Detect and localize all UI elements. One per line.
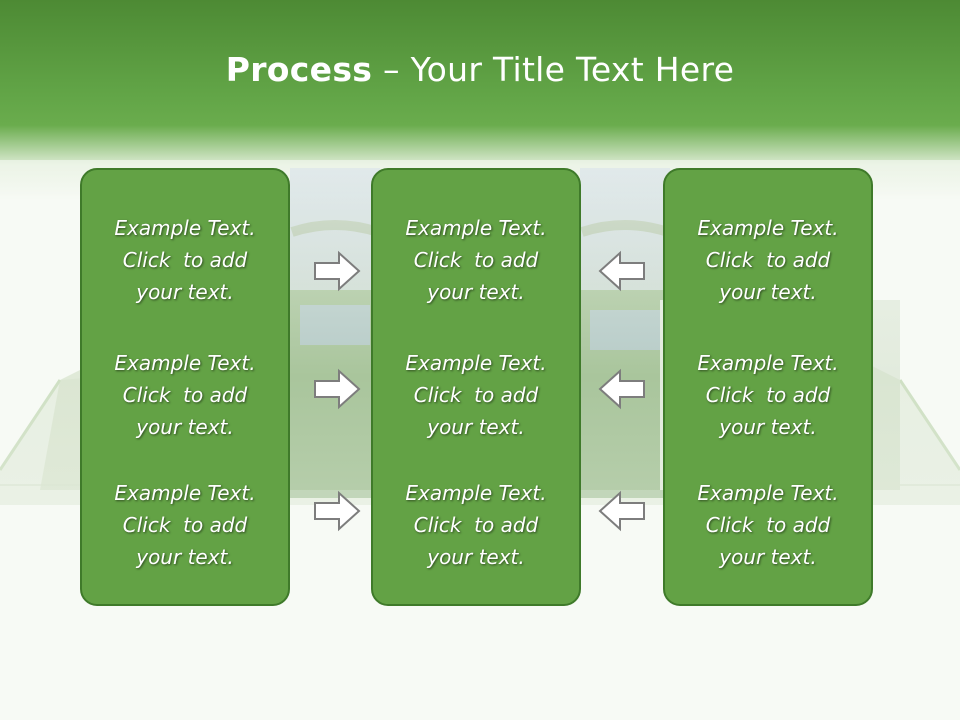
text-block[interactable]: Example Text. Click to add your text. <box>665 347 871 443</box>
text-line: your text. <box>427 415 525 439</box>
text-block[interactable]: Example Text. Click to add your text. <box>82 347 288 443</box>
text-line: Click to add <box>122 513 248 537</box>
text-line: Example Text. <box>697 481 839 505</box>
text-line: Click to add <box>705 383 831 407</box>
text-line: Example Text. <box>697 351 839 375</box>
text-line: Example Text. <box>405 216 547 240</box>
arrow-left-icon <box>598 250 645 292</box>
text-block[interactable]: Example Text. Click to add your text. <box>373 212 579 308</box>
text-line: Click to add <box>122 248 248 272</box>
title-rest: – Your Title Text Here <box>372 50 735 89</box>
text-line: Example Text. <box>114 216 256 240</box>
text-block[interactable]: Example Text. Click to add your text. <box>665 212 871 308</box>
text-line: Example Text. <box>114 351 256 375</box>
text-block[interactable]: Example Text. Click to add your text. <box>665 477 871 573</box>
arrow-right-icon <box>314 490 361 532</box>
text-line: Example Text. <box>114 481 256 505</box>
text-line: your text. <box>427 280 525 304</box>
text-line: your text. <box>719 545 817 569</box>
text-line: your text. <box>136 545 234 569</box>
arrow-right-icon <box>314 250 361 292</box>
text-line: Click to add <box>705 248 831 272</box>
text-line: your text. <box>719 415 817 439</box>
text-line: your text. <box>719 280 817 304</box>
text-line: Click to add <box>122 383 248 407</box>
text-line: Click to add <box>413 383 539 407</box>
center-panel: Example Text. Click to add your text. Ex… <box>371 168 581 606</box>
text-block[interactable]: Example Text. Click to add your text. <box>373 347 579 443</box>
text-line: Click to add <box>705 513 831 537</box>
text-line: Example Text. <box>405 351 547 375</box>
arrow-left-icon <box>598 490 645 532</box>
text-block[interactable]: Example Text. Click to add your text. <box>373 477 579 573</box>
arrow-right-icon <box>314 368 361 410</box>
text-line: your text. <box>136 280 234 304</box>
text-line: Click to add <box>413 248 539 272</box>
text-line: your text. <box>136 415 234 439</box>
right-panel: Example Text. Click to add your text. Ex… <box>663 168 873 606</box>
text-block[interactable]: Example Text. Click to add your text. <box>82 477 288 573</box>
text-line: Example Text. <box>405 481 547 505</box>
left-panel: Example Text. Click to add your text. Ex… <box>80 168 290 606</box>
title-bold: Process <box>225 50 373 89</box>
text-block[interactable]: Example Text. Click to add your text. <box>82 212 288 308</box>
arrow-left-icon <box>598 368 645 410</box>
slide-title[interactable]: Process – Your Title Text Here <box>0 50 960 89</box>
text-line: Example Text. <box>697 216 839 240</box>
text-line: Click to add <box>413 513 539 537</box>
text-line: your text. <box>427 545 525 569</box>
